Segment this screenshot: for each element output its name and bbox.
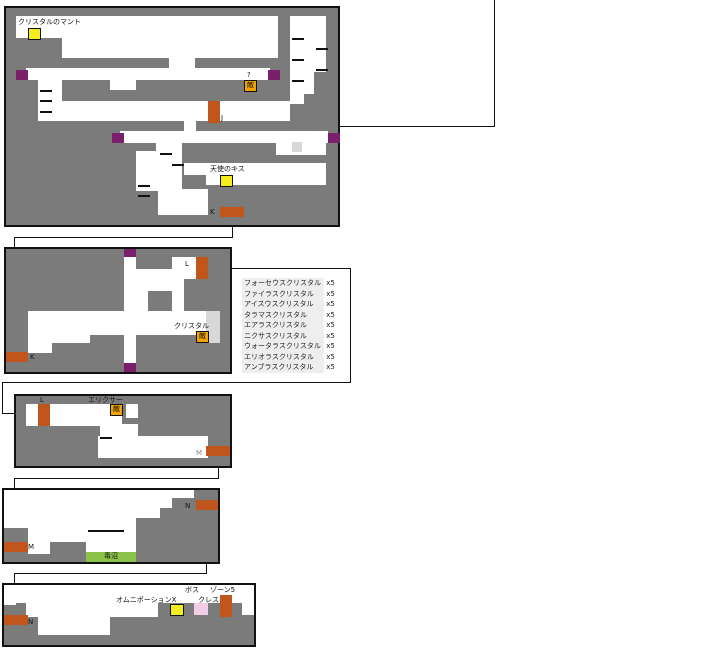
door-n[interactable]: [196, 500, 218, 510]
warp-portal[interactable]: [112, 133, 124, 143]
warp-portal[interactable]: [268, 70, 280, 80]
label-n: N: [185, 502, 191, 510]
door-l[interactable]: [38, 404, 50, 426]
label-n: N: [28, 618, 34, 626]
label-angel-kiss: 天使のキス: [210, 165, 245, 173]
label-boss: ボス: [185, 586, 199, 594]
door-n[interactable]: [4, 615, 28, 625]
map-area-1: 敵 クリスタルのマント ? J 天使のキス K: [4, 6, 340, 227]
treasure-chest-icon[interactable]: [220, 175, 233, 187]
door-k[interactable]: [220, 207, 244, 217]
door-m[interactable]: [4, 542, 28, 552]
map-area-5: ボス ゾーン5 クレス オムニポーションX N: [2, 583, 256, 647]
label-zone: ゾーン5: [210, 586, 236, 594]
label-j: J: [221, 114, 224, 122]
label-l: L: [185, 260, 189, 268]
door-boss[interactable]: [220, 595, 232, 617]
connector-line: [494, 0, 495, 127]
warp-portal[interactable]: [124, 249, 136, 257]
connector-line: [14, 573, 207, 574]
door-l[interactable]: [196, 257, 208, 279]
label-crystal-mantle: クリスタルのマント: [18, 18, 81, 26]
treasure-chest-icon[interactable]: [28, 28, 41, 40]
cress-marker: [194, 603, 208, 615]
label-omni-potion: オムニポーションX: [116, 596, 177, 604]
connector-line: [2, 382, 351, 383]
connector-line: [14, 237, 233, 238]
connector-line: [350, 268, 351, 383]
label-elixir: エリクサー: [88, 396, 123, 404]
door-k[interactable]: [6, 352, 28, 362]
poison-swamp: 毒沼: [86, 552, 136, 562]
door-j[interactable]: [208, 101, 220, 123]
enemy-icon[interactable]: 敵: [244, 80, 257, 92]
connector-line: [212, 126, 495, 127]
map-area-2: 敵 L クリスタル K: [4, 247, 232, 374]
label-m: M: [28, 543, 35, 551]
map-area-3: 敵 L エリクサー M: [14, 394, 232, 468]
treasure-chest-icon[interactable]: [170, 604, 184, 616]
label-question: ?: [247, 71, 251, 79]
label-k: K: [210, 208, 215, 216]
warp-portal[interactable]: [328, 133, 340, 143]
map-area-4: 毒沼 N M: [2, 488, 220, 564]
label-m: M: [196, 449, 203, 457]
label-cress: クレス: [198, 596, 219, 604]
connector-line: [206, 268, 351, 269]
enemy-icon[interactable]: 敵: [110, 404, 123, 416]
label-k: K: [30, 353, 35, 361]
label-l: L: [40, 396, 44, 404]
label-crystal: クリスタル: [174, 322, 209, 330]
door-m[interactable]: [206, 446, 230, 456]
enemy-icon[interactable]: 敵: [196, 331, 209, 343]
connector-line: [2, 382, 3, 414]
connector-line: [14, 478, 219, 479]
warp-portal[interactable]: [16, 70, 28, 80]
warp-portal[interactable]: [124, 363, 136, 372]
